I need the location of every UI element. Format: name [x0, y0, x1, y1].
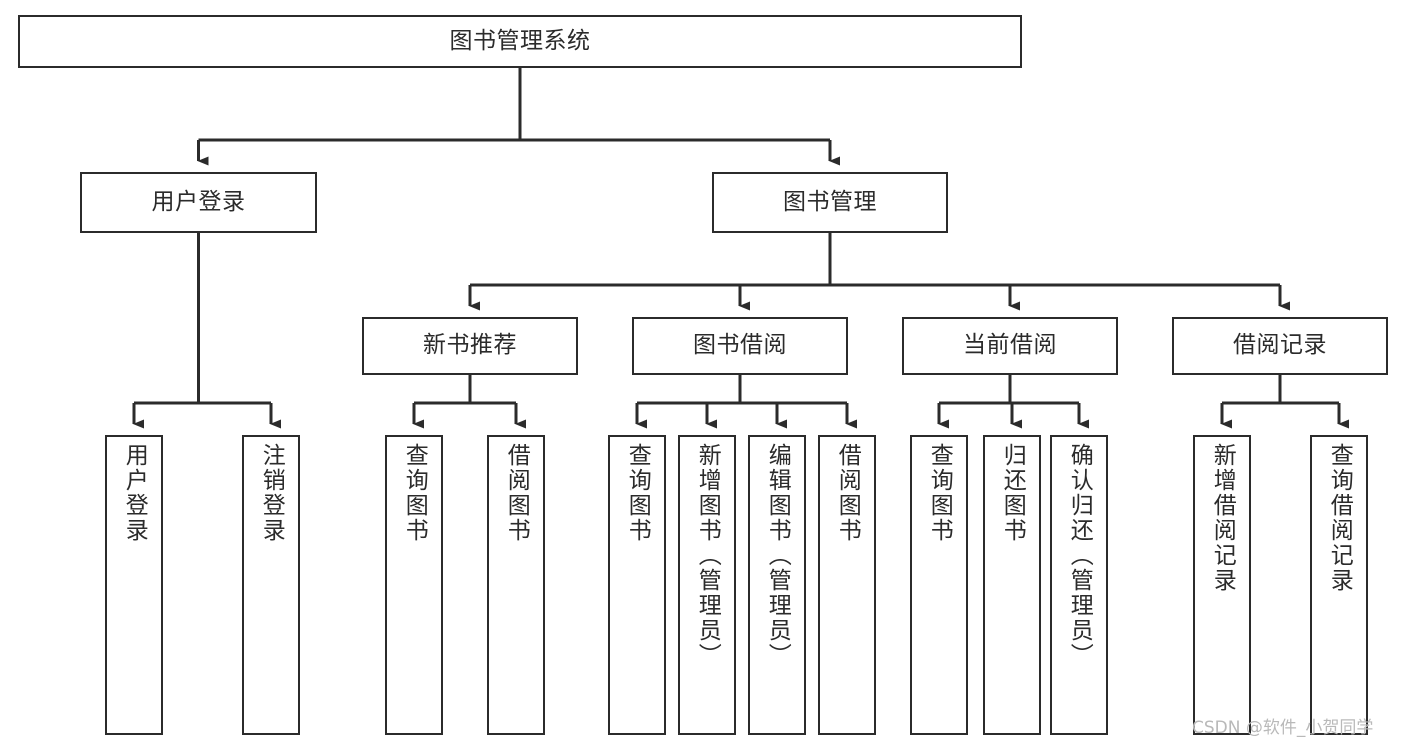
node-label-leaf-confirm-return: 确认归还（管理员）: [1066, 443, 1093, 668]
node-leaf-add-book: 新增图书（管理员）: [678, 435, 736, 735]
node-label-leaf-query-book-2: 查询图书: [624, 443, 651, 543]
node-label-borrow-record: 借阅记录: [1233, 332, 1327, 359]
node-label-leaf-add-record: 新增借阅记录: [1209, 443, 1236, 593]
node-user-login: 用户登录: [80, 172, 317, 233]
node-label-leaf-borrow-book-2: 借阅图书: [834, 443, 861, 543]
node-borrow-record: 借阅记录: [1172, 317, 1388, 375]
node-leaf-query-book-1: 查询图书: [385, 435, 443, 735]
node-label-book-borrow: 图书借阅: [693, 332, 787, 359]
node-leaf-query-book-2: 查询图书: [608, 435, 666, 735]
node-label-leaf-user-login: 用户登录: [121, 443, 148, 543]
node-leaf-user-logout: 注销登录: [242, 435, 300, 735]
node-label-leaf-user-logout: 注销登录: [258, 443, 285, 543]
node-label-root: 图书管理系统: [449, 27, 591, 54]
node-label-leaf-edit-book: 编辑图书（管理员）: [764, 443, 791, 668]
node-leaf-return-book: 归还图书: [983, 435, 1041, 735]
node-label-leaf-query-book-3: 查询图书: [926, 443, 953, 543]
node-leaf-user-login: 用户登录: [105, 435, 163, 735]
node-leaf-query-book-3: 查询图书: [910, 435, 968, 735]
node-label-leaf-return-book: 归还图书: [999, 443, 1026, 543]
node-label-user-login: 用户登录: [151, 188, 246, 215]
node-leaf-query-record: 查询借阅记录: [1310, 435, 1368, 735]
node-leaf-add-record: 新增借阅记录: [1193, 435, 1251, 735]
node-current-borrow: 当前借阅: [902, 317, 1118, 375]
node-leaf-borrow-book-1: 借阅图书: [487, 435, 545, 735]
node-label-leaf-query-record: 查询借阅记录: [1326, 443, 1353, 593]
node-label-current-borrow: 当前借阅: [963, 332, 1057, 359]
node-book-manage: 图书管理: [712, 172, 948, 233]
node-new-book-rec: 新书推荐: [362, 317, 578, 375]
node-root: 图书管理系统: [18, 15, 1022, 68]
node-label-book-manage: 图书管理: [783, 188, 877, 215]
node-label-leaf-query-book-1: 查询图书: [401, 443, 428, 543]
node-leaf-edit-book: 编辑图书（管理员）: [748, 435, 806, 735]
node-leaf-confirm-return: 确认归还（管理员）: [1050, 435, 1108, 735]
node-leaf-borrow-book-2: 借阅图书: [818, 435, 876, 735]
csdn-watermark: CSDN @软件_小贺同学: [1192, 718, 1374, 738]
node-label-leaf-borrow-book-1: 借阅图书: [503, 443, 530, 543]
node-book-borrow: 图书借阅: [632, 317, 848, 375]
node-label-new-book-rec: 新书推荐: [423, 332, 517, 359]
node-label-leaf-add-book: 新增图书（管理员）: [694, 443, 721, 668]
